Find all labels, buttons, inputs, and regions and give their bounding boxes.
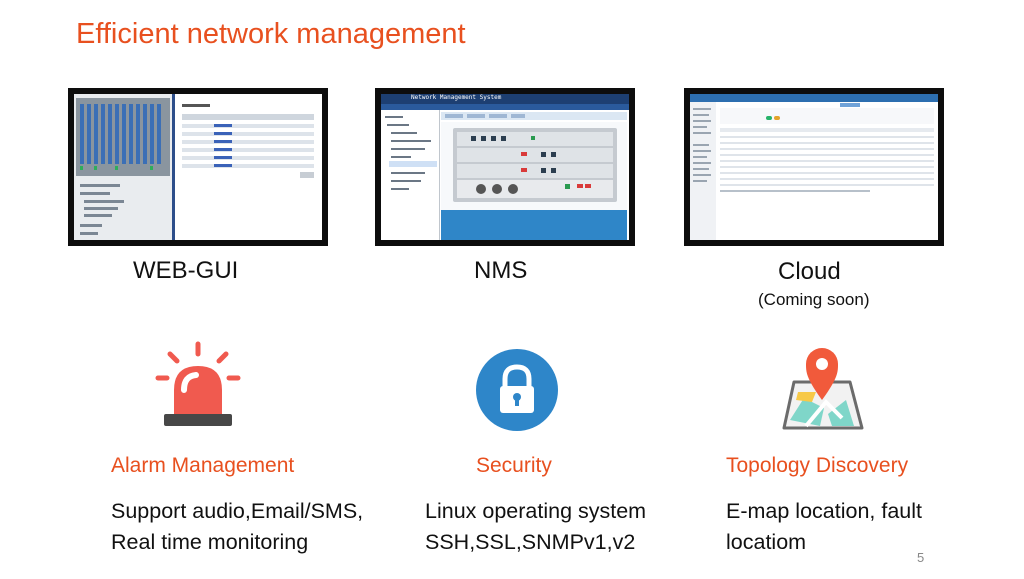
feature-title-alarm: Alarm Management — [111, 454, 295, 477]
page-number: 5 — [917, 550, 925, 565]
slide-title: Efficient network management — [76, 18, 466, 50]
cloud-note: (Coming soon) — [758, 290, 870, 309]
feature-desc-line: locatiom — [726, 530, 807, 554]
feature-desc-alarm: Support audio,Email/SMS, Real time monit… — [111, 496, 363, 558]
cloud-preview — [690, 94, 938, 240]
feature-desc-line: Real time monitoring — [111, 530, 309, 554]
feature-desc-security: Linux operating system SSH,SSL,SNMPv1,v2 — [425, 496, 646, 558]
feature-desc-topology: E-map location, fault locatiom — [726, 496, 922, 558]
web-gui-screenshot — [68, 88, 328, 246]
cloud-screenshot — [684, 88, 944, 246]
feature-desc-line: E-map location, fault — [726, 499, 922, 523]
siren-icon — [152, 340, 244, 432]
map-pin-icon — [776, 342, 868, 434]
web-gui-label: WEB-GUI — [133, 257, 239, 284]
cloud-label: Cloud — [778, 258, 841, 285]
nms-window-title: Network Management System — [411, 94, 502, 101]
web-gui-preview — [74, 94, 322, 240]
feature-desc-line: Linux operating system — [425, 499, 647, 523]
feature-title-topology: Topology Discovery — [726, 454, 909, 477]
feature-title-security: Security — [476, 454, 552, 477]
feature-desc-line: Support audio,Email/SMS, — [111, 499, 364, 523]
feature-desc-line: SSH,SSL,SNMPv1,v2 — [425, 530, 636, 554]
nms-screenshot: Network Management System — [375, 88, 635, 246]
nms-preview — [381, 94, 629, 240]
lock-icon — [471, 349, 563, 431]
nms-label: NMS — [474, 257, 528, 284]
